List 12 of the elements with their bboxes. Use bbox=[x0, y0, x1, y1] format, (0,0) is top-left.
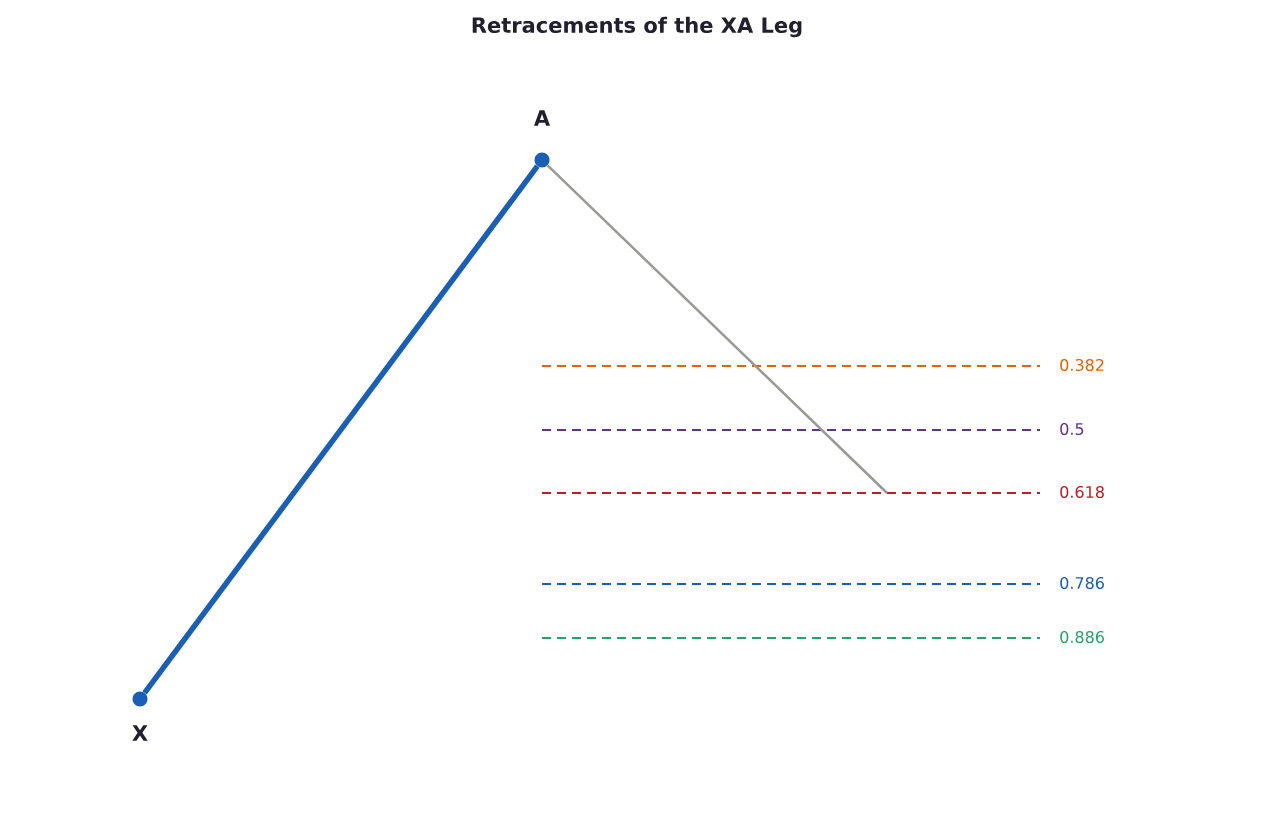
point-dot bbox=[534, 152, 550, 168]
point-dot bbox=[132, 691, 148, 707]
level-label: 0.382 bbox=[1060, 358, 1104, 372]
title: Retracements of the XA Leg bbox=[472, 16, 802, 38]
level-label: 0.618 bbox=[1060, 485, 1104, 499]
level-label: 0.886 bbox=[1060, 630, 1104, 644]
level-label: 0.5 bbox=[1060, 422, 1084, 436]
level-label: 0.786 bbox=[1060, 576, 1104, 590]
connector-line bbox=[142, 164, 540, 695]
point-label: A bbox=[534, 110, 551, 126]
connector-line bbox=[546, 164, 888, 494]
point-label: X bbox=[132, 725, 148, 741]
